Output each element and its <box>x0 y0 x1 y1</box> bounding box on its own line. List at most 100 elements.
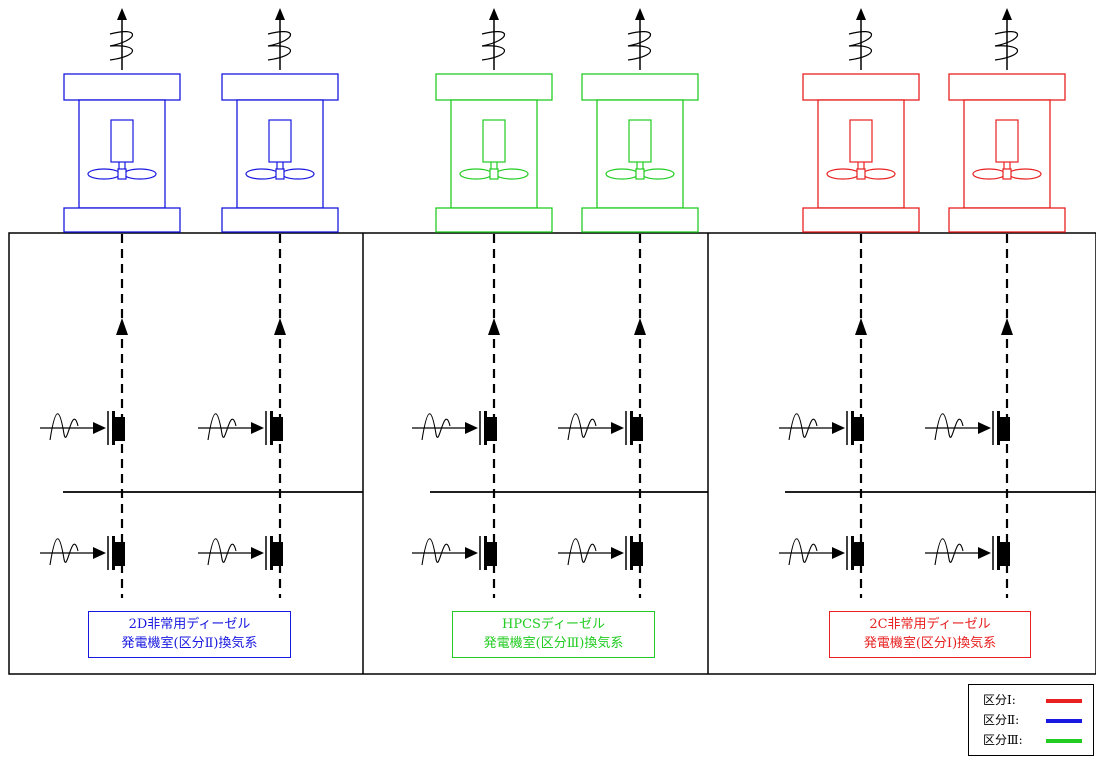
fan-bottom-flange <box>948 207 1066 233</box>
fan-motor <box>482 119 506 163</box>
exhaust-arrow-icon <box>856 8 866 20</box>
exhaust-arrow-icon <box>1002 8 1012 20</box>
fan-top-flange <box>63 73 181 101</box>
fan-bottom-flange <box>63 207 181 233</box>
exhaust-squiggle-icon <box>627 30 651 61</box>
intake-damper <box>412 411 497 445</box>
damper-plate <box>112 536 115 570</box>
fan-top-flange <box>948 73 1066 101</box>
airflow-arrow-icon <box>634 318 646 335</box>
intake-damper <box>40 411 125 445</box>
exhaust-arrow-icon <box>489 8 499 20</box>
intake-arrow-icon <box>832 422 845 434</box>
legend-label-div1: 区分Ⅰ: <box>983 693 1016 707</box>
fan-motor <box>628 119 652 163</box>
intake-arrow-icon <box>465 547 478 559</box>
fan-blade-right <box>1008 168 1042 180</box>
intake-arrow-icon <box>93 547 106 559</box>
exhaust-squiggle-icon <box>267 30 291 61</box>
damper-block <box>854 417 864 441</box>
damper-block <box>633 417 643 441</box>
fan-motor <box>110 119 134 163</box>
airflow-arrow-icon <box>488 318 500 335</box>
intake-arrow-icon <box>611 547 624 559</box>
intake-wave-icon <box>421 413 451 441</box>
intake-arrow-icon <box>93 422 106 434</box>
intake-damper <box>779 411 864 445</box>
intake-wave-icon <box>934 538 964 566</box>
intake-wave-icon <box>207 413 237 441</box>
airflow-arrow-icon <box>1001 318 1013 335</box>
fan-blade-left <box>826 168 860 180</box>
fan-blade-left <box>972 168 1006 180</box>
intake-wave-icon <box>49 413 79 441</box>
intake-arrow-icon <box>978 422 991 434</box>
section-label-div1-line1: 2C非常用ディーゼル <box>869 617 991 632</box>
exhaust-arrow-icon <box>117 8 127 20</box>
exhaust-fan-unit <box>948 73 1066 233</box>
intake-wave-icon <box>49 538 79 566</box>
intake-damper <box>412 536 497 570</box>
intake-damper <box>925 536 1010 570</box>
damper-block <box>115 542 125 566</box>
exhaust-arrow-icon <box>275 8 285 20</box>
intake-damper <box>558 411 643 445</box>
fan-bottom-flange <box>802 207 920 233</box>
intake-wave-icon <box>788 413 818 441</box>
exhaust-fan-unit <box>221 73 339 233</box>
fan-motor <box>268 119 292 163</box>
fan-hub <box>117 168 127 180</box>
intake-damper <box>779 536 864 570</box>
fan-bottom-flange <box>435 207 553 233</box>
legend-swatch-div1 <box>1046 699 1082 703</box>
intake-wave-icon <box>421 538 451 566</box>
exhaust-arrow-icon <box>635 8 645 20</box>
legend: 区分Ⅰ: 区分Ⅱ: 区分Ⅲ: <box>968 684 1094 756</box>
fan-blade-right <box>641 168 675 180</box>
fan-blade-left <box>605 168 639 180</box>
exhaust-fan-unit <box>802 73 920 233</box>
fan-top-flange <box>221 73 339 101</box>
intake-arrow-icon <box>251 422 264 434</box>
fan-blade-right <box>123 168 157 180</box>
damper-plate <box>270 411 273 445</box>
building-frame <box>8 232 1096 675</box>
legend-swatch-div3 <box>1046 739 1082 743</box>
damper-plate <box>851 536 854 570</box>
legend-swatch-div2 <box>1046 719 1082 723</box>
fan-top-flange <box>581 73 699 101</box>
fan-hub <box>856 168 866 180</box>
damper-block <box>273 417 283 441</box>
exhaust-fan-unit <box>581 73 699 233</box>
section-label-hpcs-line2: 発電機室(区分Ⅲ)換気系 <box>483 636 624 651</box>
damper-plate <box>630 536 633 570</box>
damper-plate <box>270 536 273 570</box>
fan-blade-right <box>862 168 896 180</box>
fan-blade-right <box>281 168 315 180</box>
damper-plate <box>112 411 115 445</box>
intake-wave-icon <box>567 413 597 441</box>
fan-blade-left <box>459 168 493 180</box>
fan-bottom-flange <box>581 207 699 233</box>
exhaust-squiggle-icon <box>848 30 872 61</box>
section-label-div2: 2D非常用ディーゼル 発電機室(区分Ⅱ)換気系 <box>88 611 291 658</box>
section-label-hpcs: HPCSディーゼル 発電機室(区分Ⅲ)換気系 <box>452 611 655 658</box>
airflow-arrow-icon <box>116 318 128 335</box>
fan-blade-right <box>495 168 529 180</box>
fan-top-flange <box>802 73 920 101</box>
damper-block <box>115 417 125 441</box>
fan-hub <box>275 168 285 180</box>
damper-plate <box>484 411 487 445</box>
damper-plate <box>851 411 854 445</box>
intake-damper <box>40 536 125 570</box>
exhaust-ducts <box>116 234 1013 598</box>
damper-plate <box>484 536 487 570</box>
section-label-div1: 2C非常用ディーゼル 発電機室(区分Ⅰ)換気系 <box>829 611 1031 658</box>
fan-bottom-flange <box>221 207 339 233</box>
legend-label-div3: 区分Ⅲ: <box>983 733 1023 747</box>
damper-plate <box>630 411 633 445</box>
section-label-div2-line1: 2D非常用ディーゼル <box>128 617 251 632</box>
intake-arrow-icon <box>978 547 991 559</box>
damper-block <box>487 417 497 441</box>
damper-block <box>633 542 643 566</box>
